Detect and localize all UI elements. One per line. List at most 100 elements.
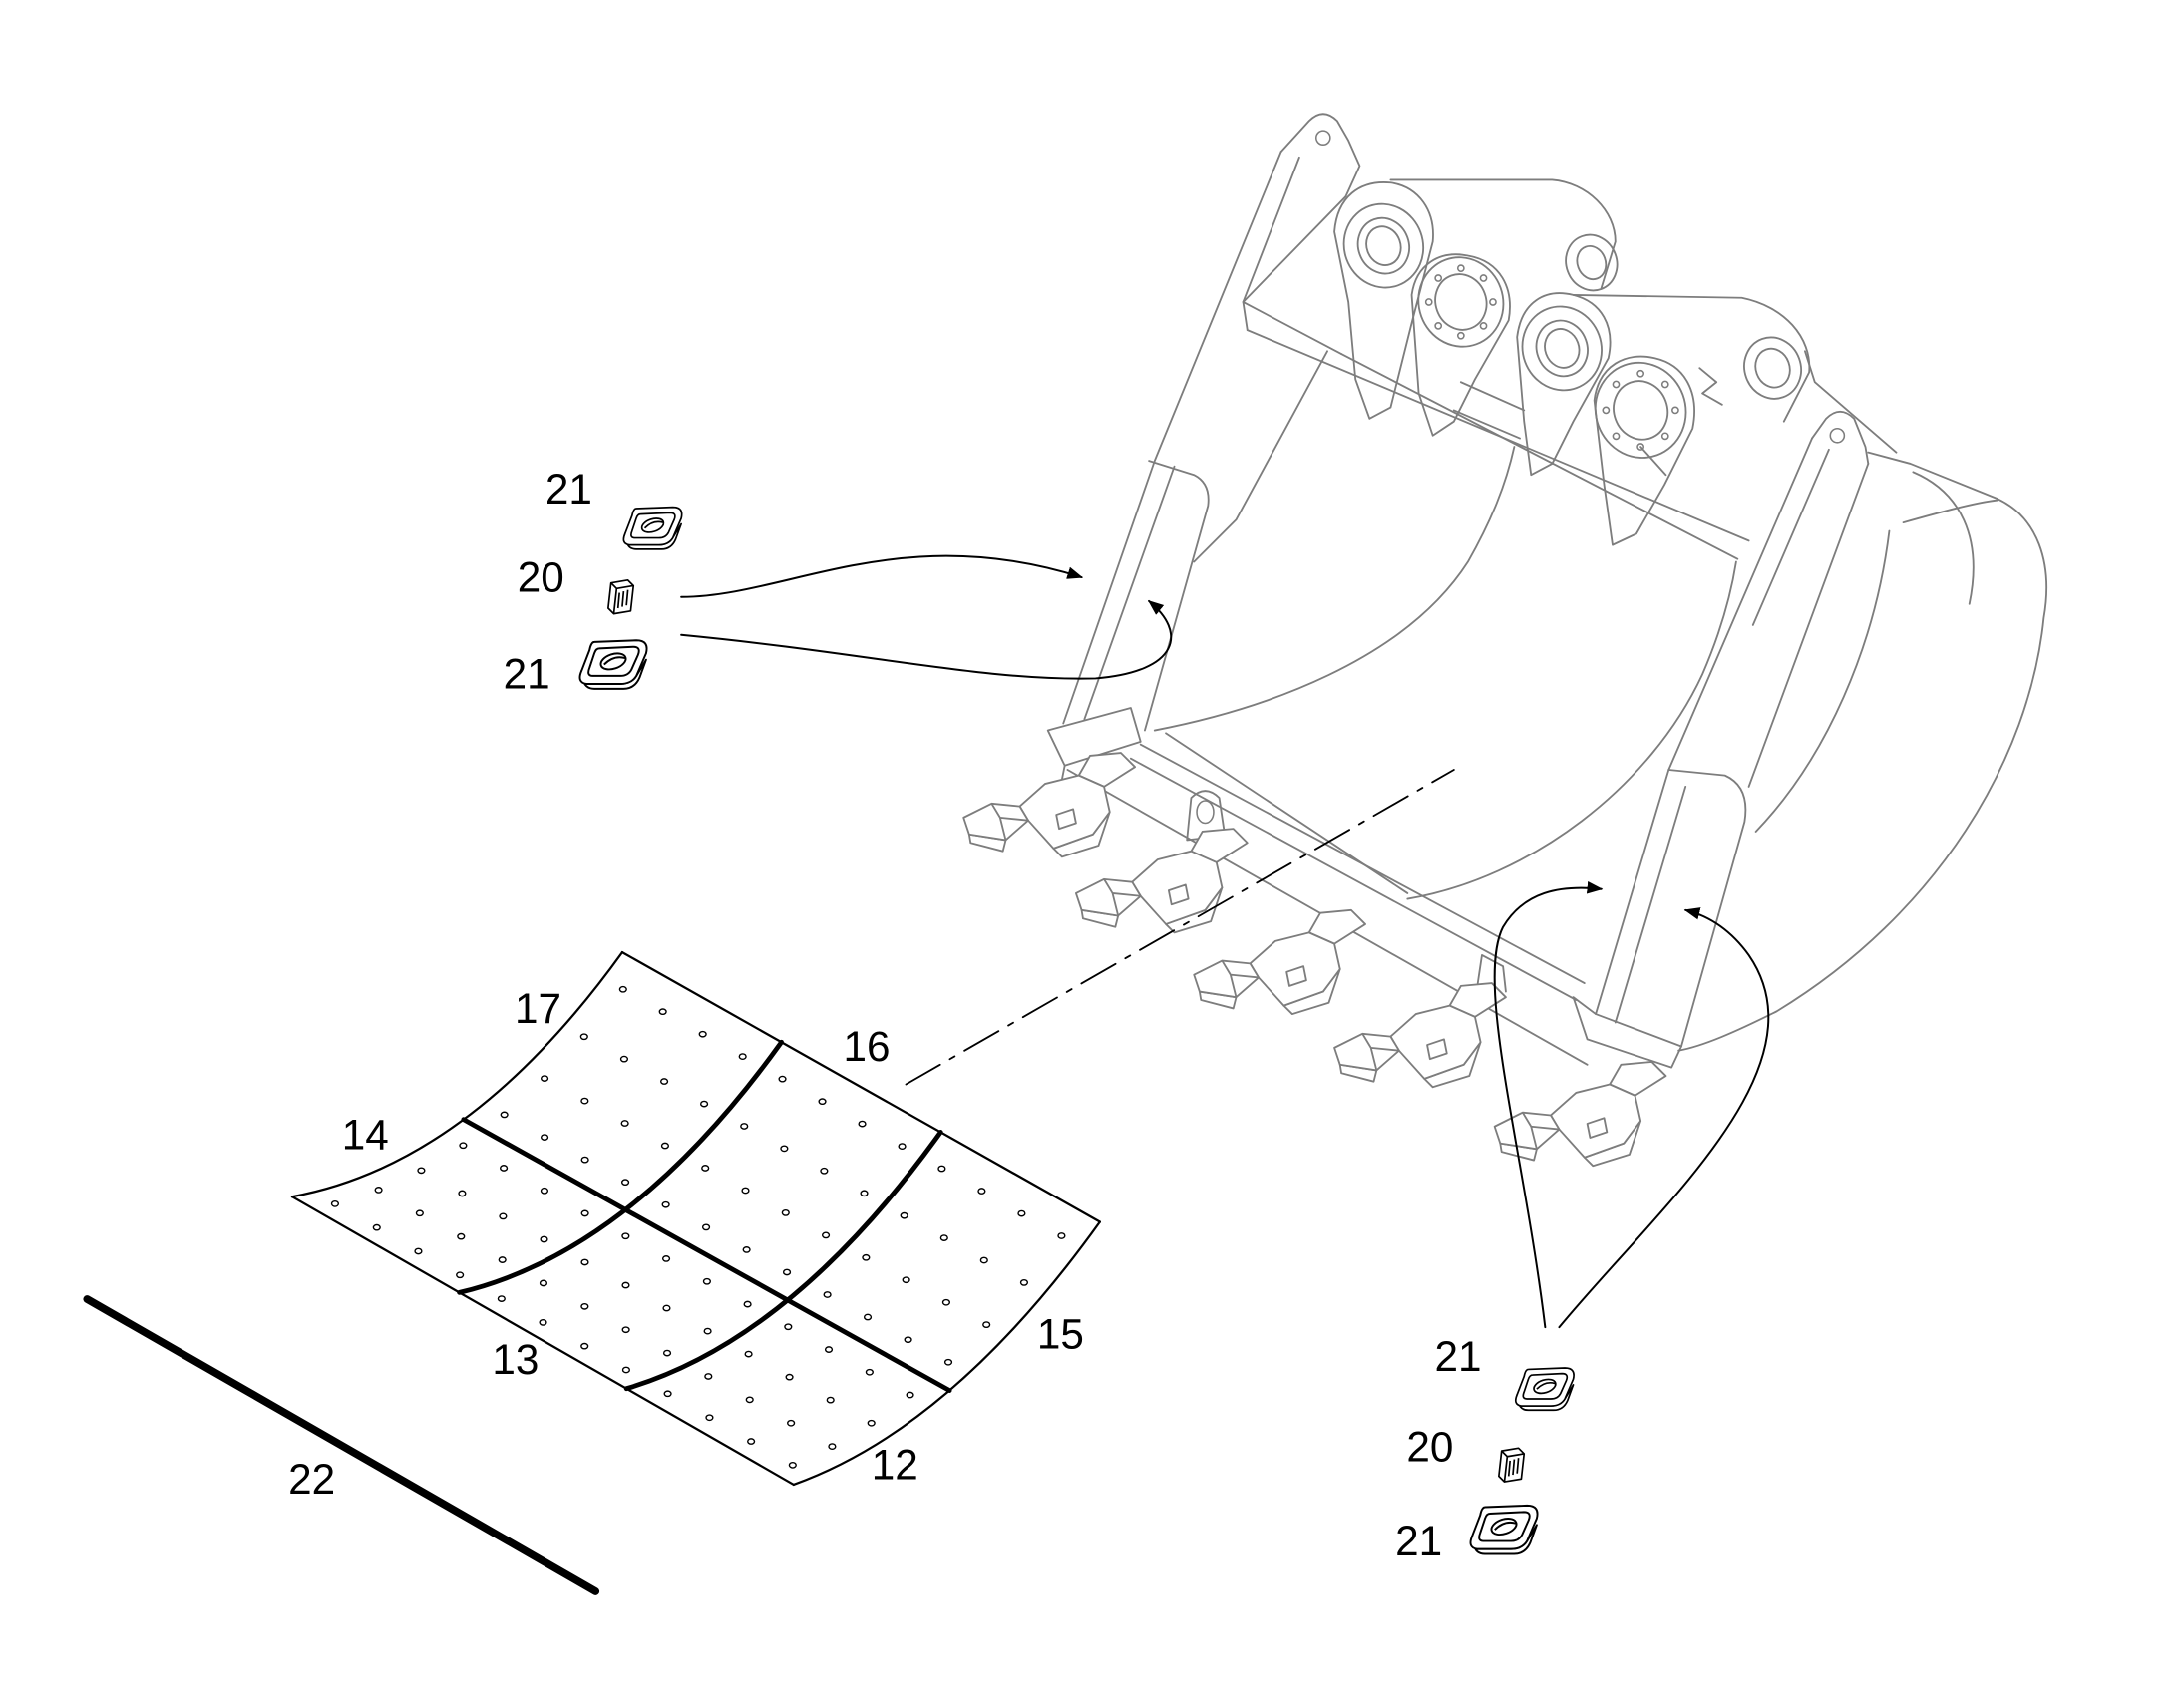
boss-6-outer [1743,336,1802,400]
excavator-bucket [962,113,2047,1168]
right-side-plate-inner-line [1751,448,1830,626]
reference-numerals: 21 20 21 17 16 14 15 13 12 22 21 20 21 [288,466,1481,1564]
bolt-hole [1434,322,1443,330]
plate-hole [539,1318,547,1326]
bolt-hole [1671,406,1679,415]
plate-hole [620,1179,630,1187]
top-beam-front-edge [1246,329,1750,542]
bolt-hole [1489,298,1497,306]
plate-hole [824,1346,834,1353]
plate-hole [702,1277,711,1285]
bolt-hole [1612,432,1621,441]
washer-21-upper-left-top [622,506,683,550]
plate-hole [662,1304,671,1312]
sheet-seam-straight [461,1117,952,1393]
plate-hole [661,1255,671,1262]
bolt-hole [1456,331,1465,340]
plate-hole [374,1187,383,1194]
plate-hole [743,1300,752,1308]
right-corner-adapter [1572,996,1682,1069]
sheet-left-edge [290,950,624,1198]
plate-hole [621,1326,630,1334]
top-beam-left-end [1242,195,1347,355]
plate-hole [902,1276,910,1284]
plate-hole [705,1414,714,1422]
plate-hole [939,1234,948,1241]
boss-4 [1521,305,1603,392]
label-22: 22 [288,1456,335,1503]
leader-lower-1 [1493,881,1604,1329]
plate-hole [580,1209,589,1217]
plate-hole [663,1390,672,1398]
label-17: 17 [515,985,561,1032]
plate-hole [661,1200,670,1208]
plate-hole [621,1281,630,1289]
plate-hole [747,1438,756,1445]
rear-shell-lip [1902,499,1998,524]
plate-hole [415,1209,424,1217]
lip-bracket-hole [1196,800,1215,825]
bolt-hole [1612,380,1621,389]
washer-21-lower-right-top [1514,1367,1575,1412]
label-14: 14 [342,1112,389,1159]
plate-hole [500,1111,509,1119]
lip-top-edge-2 [1129,757,1578,1001]
plate-hole [701,1223,711,1231]
insert-block-20-lower-right [1498,1447,1526,1483]
label-20-upper-left: 20 [518,554,564,601]
boss-4-bore [1544,328,1581,369]
plate-hole [745,1396,754,1404]
boss-5-outer [1594,361,1687,459]
plate-hole [977,1188,986,1195]
bolt-hole [1434,274,1443,282]
boss-4-outer [1521,305,1603,392]
plate-hole [417,1167,426,1175]
rear-shell-inner-curve-2 [1912,471,1975,605]
label-13: 13 [492,1336,539,1383]
plate-hole [906,1391,914,1399]
plate-hole [540,1134,549,1141]
label-21-upper-left-top: 21 [545,466,592,512]
plate-hole [699,1100,709,1108]
plate-hole [540,1075,549,1082]
washer-21-lower-right-bottom [1469,1504,1539,1555]
plate-hole [787,1419,796,1427]
plate-hole [662,1349,672,1357]
boss-5-bore [1613,380,1669,441]
plate-hole [943,1358,953,1366]
plate-hole [826,1396,835,1404]
plate-hole [778,1075,787,1083]
retainer-pin [1639,446,1667,477]
bolt-hole [1636,443,1645,451]
tooth-4 [1333,982,1507,1089]
insert-block-20-upper-left [607,578,635,615]
label-21-lower-right-top: 21 [1435,1333,1482,1380]
left-side-cutter-inner [1083,465,1176,721]
plate-hole [781,1208,790,1216]
lug-plate-2 [1410,253,1511,437]
plate-hole [621,1366,630,1374]
boss-5 [1594,361,1687,459]
plate-hole [704,1373,713,1380]
plate-hole [540,1235,548,1243]
bolt-hole [1424,298,1433,306]
plate-hole [580,1302,589,1310]
plate-hole [618,985,627,993]
plate-hole [785,1373,794,1381]
lip-top-edge [1139,743,1586,984]
sheet-top-edge [620,950,1101,1223]
boss-3 [1565,233,1619,292]
plate-hole [900,1211,908,1219]
bolt-hole [1479,274,1488,282]
plate-hole [863,1313,873,1321]
right-side-plate-ear-hole [1829,427,1846,444]
plate-hole [660,1142,670,1150]
bucket-inner-curve-left [1153,446,1516,732]
right-side-plate-ear [1811,410,1870,465]
plate-hole [821,1231,831,1239]
plate-hole [540,1187,549,1195]
tooth-2 [1074,828,1249,934]
plate-hole [982,1321,991,1329]
label-20-lower-right: 20 [1406,1423,1453,1470]
plate-hole [904,1336,912,1344]
